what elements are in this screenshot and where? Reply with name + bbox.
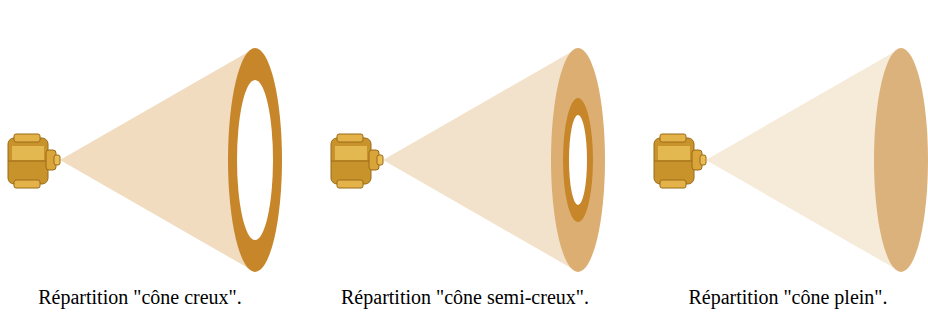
full-cone (654, 48, 928, 272)
caption: Répartition "cône semi-creux". (341, 285, 589, 309)
hollow-cone (8, 48, 282, 272)
caption: Répartition "cône creux". (38, 285, 241, 309)
semi-hollow-cone (331, 48, 605, 272)
caption: Répartition "cône plein". (688, 285, 887, 309)
